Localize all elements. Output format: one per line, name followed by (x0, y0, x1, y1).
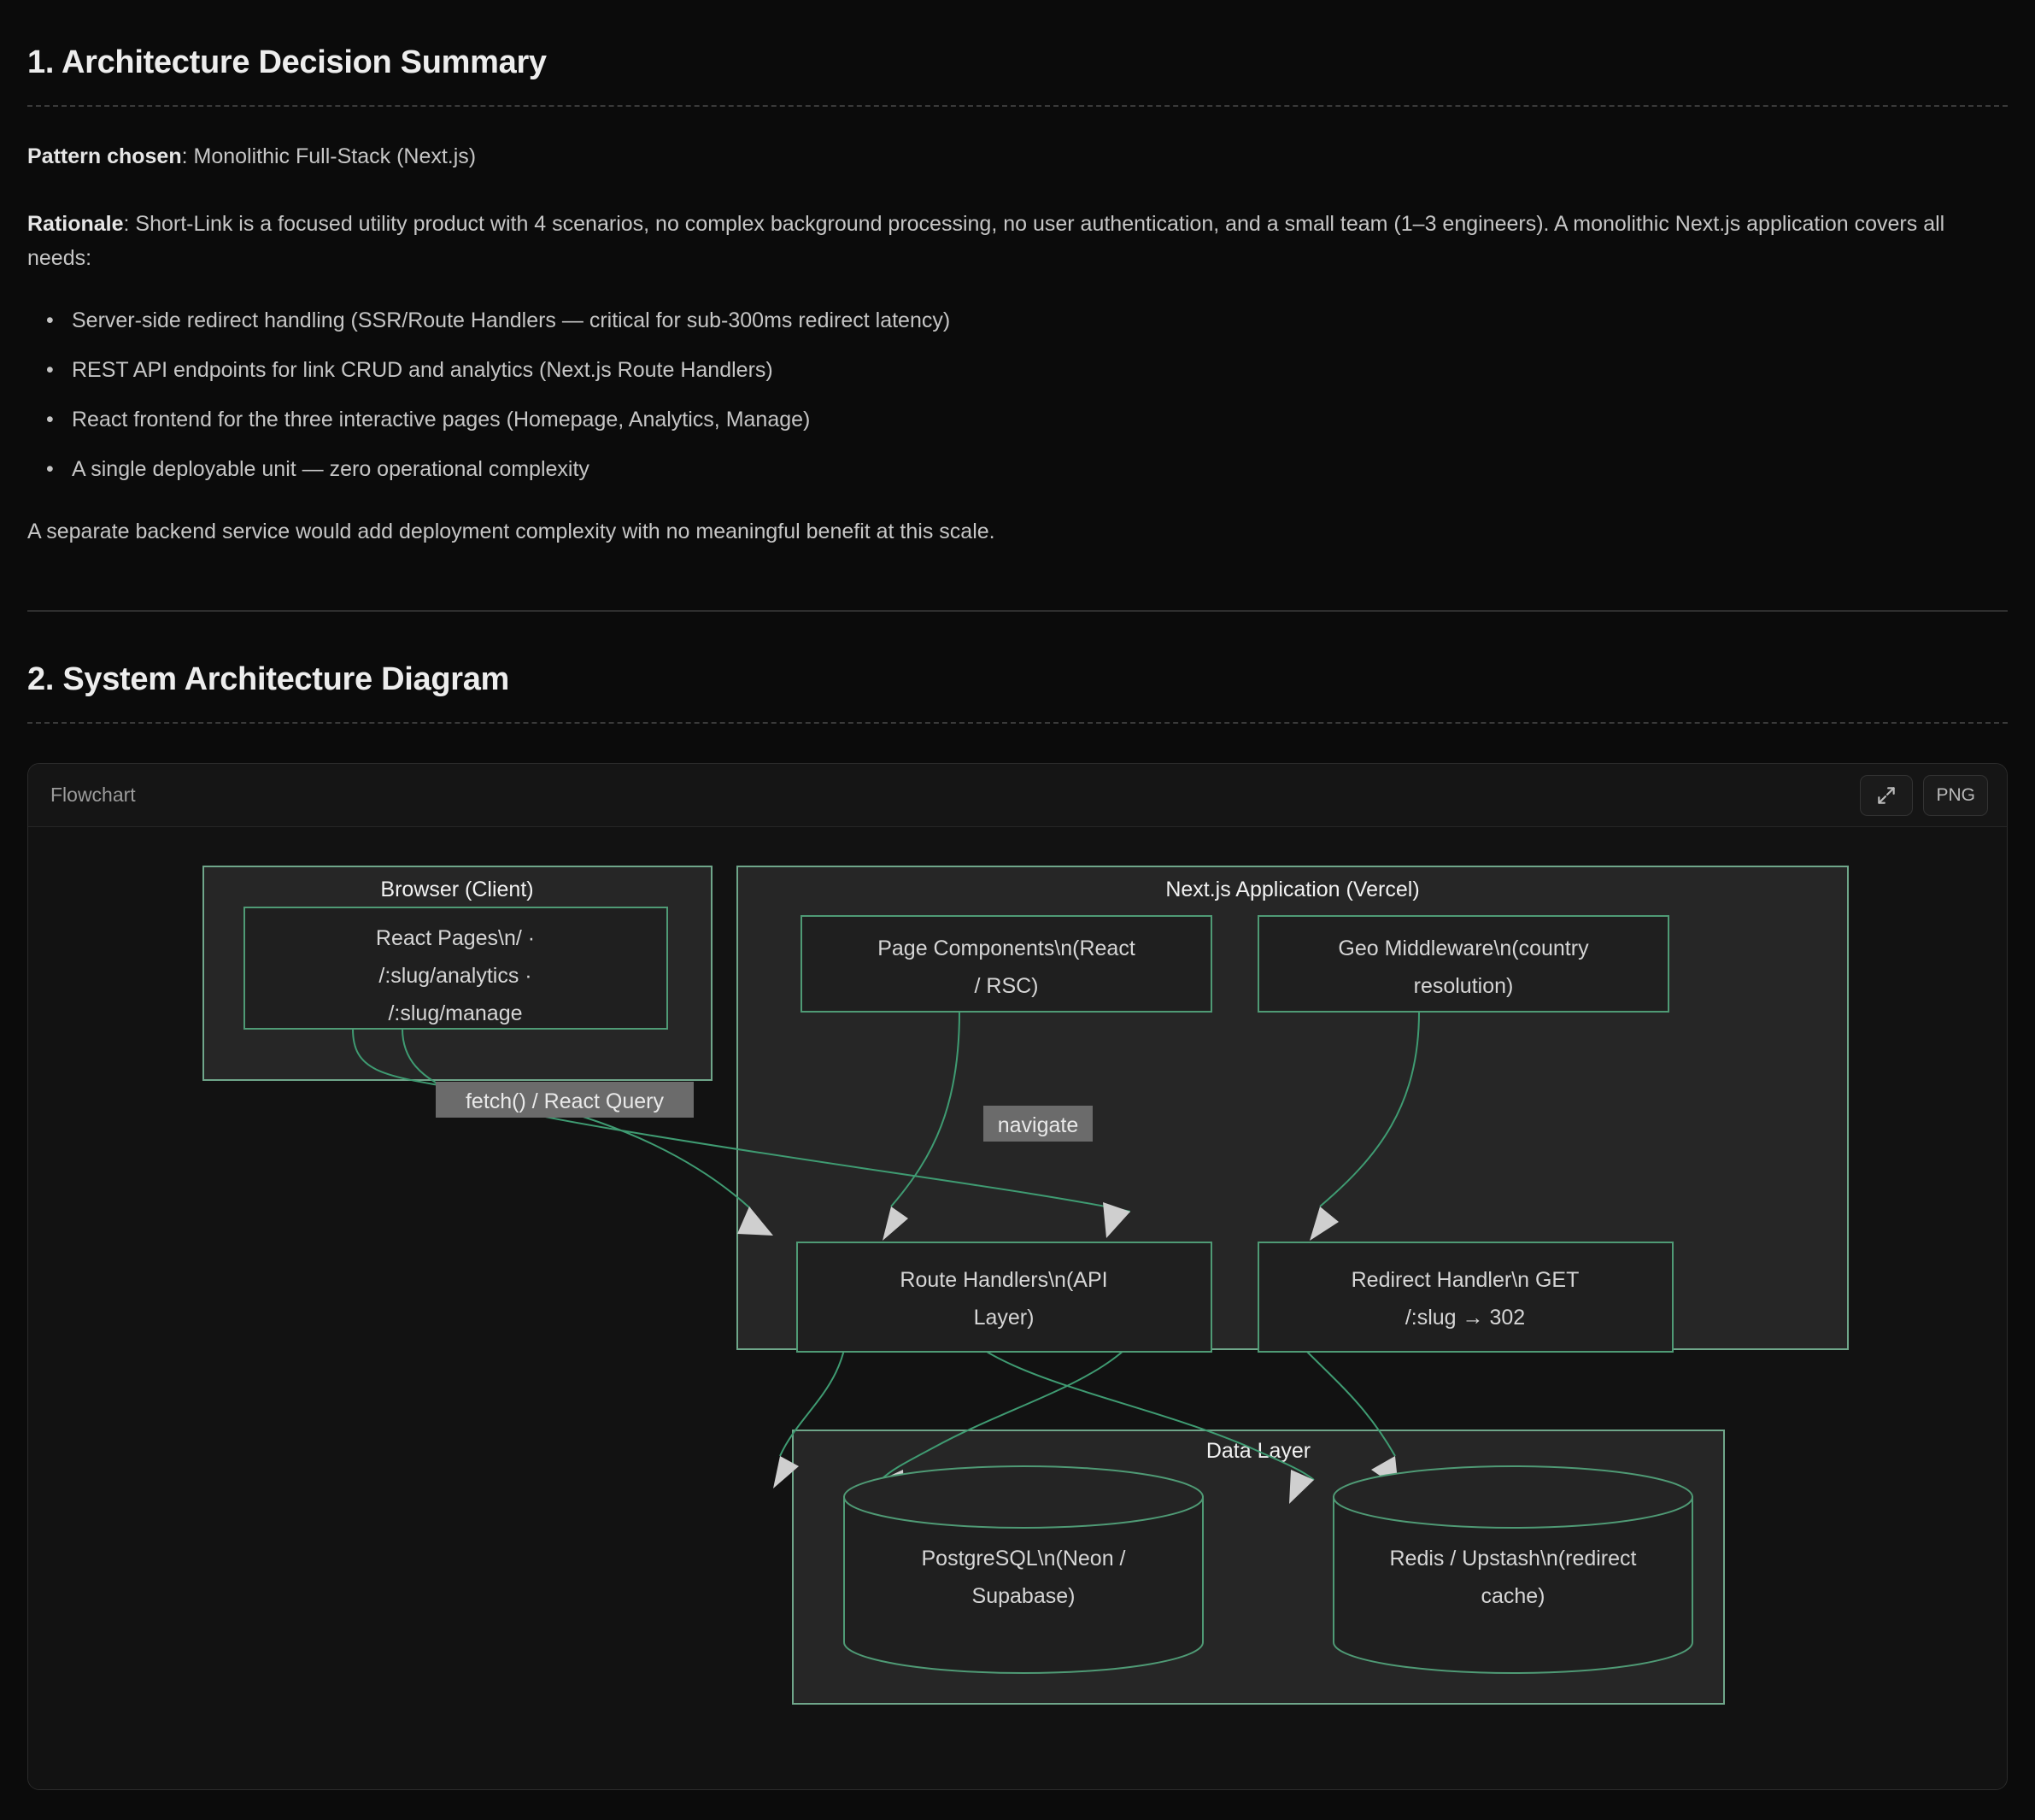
node-page-components-line-1: Page Components\n(React (877, 936, 1135, 960)
edge-label-text: fetch() / React Query (466, 1089, 665, 1113)
node-postgresql-cylinder-top (843, 1465, 1204, 1529)
node-page-components[interactable]: Page Components\n(React / RSC) (801, 915, 1212, 1013)
node-react-pages-line-3: /:slug/manage (388, 1001, 522, 1025)
node-postgresql[interactable]: PostgreSQL\n(Neon / Supabase) (843, 1465, 1204, 1674)
node-redis-cylinder-top (1333, 1465, 1693, 1529)
edge-geo-middleware-to-redirect-handler (1319, 1011, 1420, 1207)
node-geo-middleware-line-2: resolution) (1414, 974, 1514, 998)
diagram-card-actions: PNG (1860, 774, 1988, 816)
node-redis-line-2: cache) (1481, 1584, 1545, 1608)
list-item: Server-side redirect handling (SSR/Route… (46, 305, 2008, 337)
edge-label-text: navigate (998, 1113, 1079, 1137)
rationale-value: : Short-Link is a focused utility produc… (27, 211, 1945, 271)
subgraph-browser-label: Browser (Client) (380, 878, 533, 901)
node-react-pages[interactable]: React Pages\n/ · /:slug/analytics · /:sl… (243, 907, 668, 1030)
subgraph-nextjs-label: Next.js Application (Vercel) (1165, 878, 1419, 901)
edge-react-pages-to-redirect-handler (402, 1028, 1131, 1212)
arrow-head (883, 1206, 908, 1241)
flowchart-canvas[interactable]: Browser (Client) Next.js Application (Ve… (28, 849, 2007, 1729)
section-separator (27, 610, 2008, 612)
arrow-head (1310, 1206, 1339, 1241)
pattern-chosen-label: Pattern chosen (27, 144, 182, 168)
list-item: React frontend for the three interactive… (46, 404, 2008, 436)
section-system-architecture-diagram: 2. System Architecture Diagram Flowchart (27, 612, 2008, 1790)
flowchart-svg[interactable]: Browser (Client) Next.js Application (Ve… (28, 849, 2008, 1729)
node-redis[interactable]: Redis / Upstash\n(redirect cache) (1333, 1465, 1693, 1674)
node-redirect-handler-line-2: /:slug → 302 (1405, 1306, 1525, 1330)
closing-paragraph: A separate backend service would add dep… (27, 519, 995, 543)
node-geo-middleware-box[interactable] (1258, 915, 1669, 1013)
node-route-handlers-box[interactable] (796, 1242, 1212, 1353)
arrow-head (1289, 1470, 1314, 1504)
arrow-head (1103, 1202, 1130, 1238)
node-postgresql-cylinder[interactable] (843, 1496, 1204, 1674)
export-png-button[interactable]: PNG (1923, 774, 1988, 816)
rationale-bullet-list: Server-side redirect handling (SSR/Route… (27, 305, 2008, 485)
node-route-handlers-line-1: Route Handlers\n(API (900, 1268, 1107, 1292)
section-1-divider (27, 105, 2008, 107)
edge-label-background (983, 1106, 1093, 1142)
node-redis-line-1: Redis / Upstash\n(redirect (1389, 1547, 1636, 1570)
list-item: A single deployable unit — zero operatio… (46, 454, 2008, 485)
edge-label-background (436, 1082, 694, 1118)
node-page-components-line-2: / RSC) (975, 974, 1039, 998)
node-route-handlers-line-2: Layer) (974, 1306, 1035, 1330)
node-postgresql-line-1: PostgreSQL\n(Neon / (921, 1547, 1125, 1570)
node-react-pages-box[interactable] (243, 907, 668, 1030)
rationale-label: Rationale (27, 211, 124, 236)
node-redis-cylinder[interactable] (1333, 1496, 1693, 1674)
section-2-divider (27, 722, 2008, 724)
diagram-card-title: Flowchart (50, 784, 136, 806)
edge-label-navigate: navigate (983, 1106, 1093, 1142)
pattern-chosen-value: : Monolithic Full-Stack (Next.js) (181, 144, 477, 168)
node-redirect-handler-box[interactable] (1258, 1242, 1674, 1353)
section-architecture-decision-summary: 1. Architecture Decision Summary Pattern… (27, 0, 2008, 612)
node-redirect-handler[interactable]: Redirect Handler\n GET /:slug → 302 (1258, 1242, 1674, 1353)
rationale-paragraph: Rationale: Short-Link is a focused utili… (27, 207, 1984, 276)
arrow-head (737, 1206, 773, 1236)
node-page-components-box[interactable] (801, 915, 1212, 1013)
node-geo-middleware[interactable]: Geo Middleware\n(country resolution) (1258, 915, 1669, 1013)
edge-page-components-to-route-handlers (890, 1011, 960, 1207)
pattern-chosen-paragraph: Pattern chosen: Monolithic Full-Stack (N… (27, 139, 1984, 174)
expand-icon (1875, 784, 1897, 807)
edge-label-fetch-react-query: fetch() / React Query (436, 1082, 694, 1118)
diagram-card-body: Browser (Client) Next.js Application (Ve… (28, 827, 2007, 1789)
diagram-card-header: Flowchart PNG (28, 764, 2007, 827)
node-react-pages-line-1: React Pages\n/ · (376, 926, 535, 950)
arrow-head (773, 1456, 799, 1488)
section-1-title: 1. Architecture Decision Summary (27, 44, 547, 80)
node-route-handlers[interactable]: Route Handlers\n(API Layer) (796, 1242, 1212, 1353)
list-item: REST API endpoints for link CRUD and ana… (46, 355, 2008, 386)
expand-button[interactable] (1860, 774, 1914, 816)
node-redirect-handler-line-1: Redirect Handler\n GET (1352, 1268, 1580, 1292)
diagram-card: Flowchart PNG (27, 763, 2008, 1790)
edge-redirect-handler-to-postgres (880, 1314, 1152, 1481)
node-postgresql-line-2: Supabase) (972, 1584, 1076, 1608)
edge-route-handlers-to-redis (946, 1314, 1315, 1481)
node-react-pages-line-2: /:slug/analytics · (378, 964, 531, 988)
section-2-title: 2. System Architecture Diagram (27, 661, 510, 697)
node-geo-middleware-line-1: Geo Middleware\n(country (1338, 936, 1589, 960)
